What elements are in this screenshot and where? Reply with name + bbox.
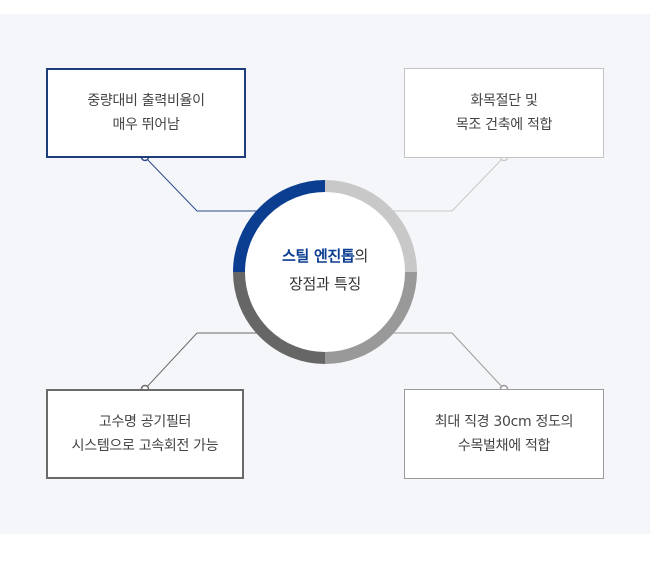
center-circle — [245, 192, 405, 352]
connector-top-left — [144, 156, 258, 212]
feature-top-left-line2: 매우 뛰어남 — [112, 117, 180, 133]
feature-bottom-left-line1: 고수명 공기필터 — [98, 414, 192, 430]
feature-box-bottom-left: 고수명 공기필터 시스템으로 고속회전 가능 — [46, 389, 244, 479]
feature-top-left-line1: 중량대비 출력비율이 — [87, 93, 205, 109]
feature-bottom-right-line1: 최대 직경 30cm 정도의 — [434, 414, 574, 430]
feature-box-bottom-right: 최대 직경 30cm 정도의 수목벌채에 적합 — [404, 389, 604, 479]
feature-top-right-line1: 화목절단 및 — [470, 93, 538, 109]
connector-bottom-left — [144, 332, 258, 390]
feature-box-top-left: 중량대비 출력비율이 매우 뛰어남 — [46, 68, 246, 158]
feature-bottom-right-line2: 수목벌채에 적합 — [457, 438, 551, 454]
center-title-highlight: 스틸 엔진톱 — [282, 247, 355, 265]
center-title-suffix: 의 — [354, 247, 368, 265]
ring-segment-bottom-left — [233, 271, 326, 364]
ring-segment-top-right — [324, 180, 417, 273]
feature-box-top-right: 화목절단 및 목조 건축에 적합 — [404, 68, 604, 158]
ring-segment-top-left — [233, 180, 326, 273]
ring-segment-bottom-right — [324, 271, 417, 364]
center-subtitle: 장점과 특징 — [289, 275, 361, 293]
feature-top-right-line2: 목조 건축에 적합 — [455, 117, 553, 133]
feature-bottom-left-line2: 시스템으로 고속회전 가능 — [71, 438, 219, 454]
center-label: 스틸 엔진톱의 장점과 특징 — [250, 242, 400, 298]
center-title: 스틸 엔진톱의 — [250, 242, 400, 270]
connector-top-right — [392, 156, 505, 212]
connector-bottom-right — [392, 332, 505, 390]
